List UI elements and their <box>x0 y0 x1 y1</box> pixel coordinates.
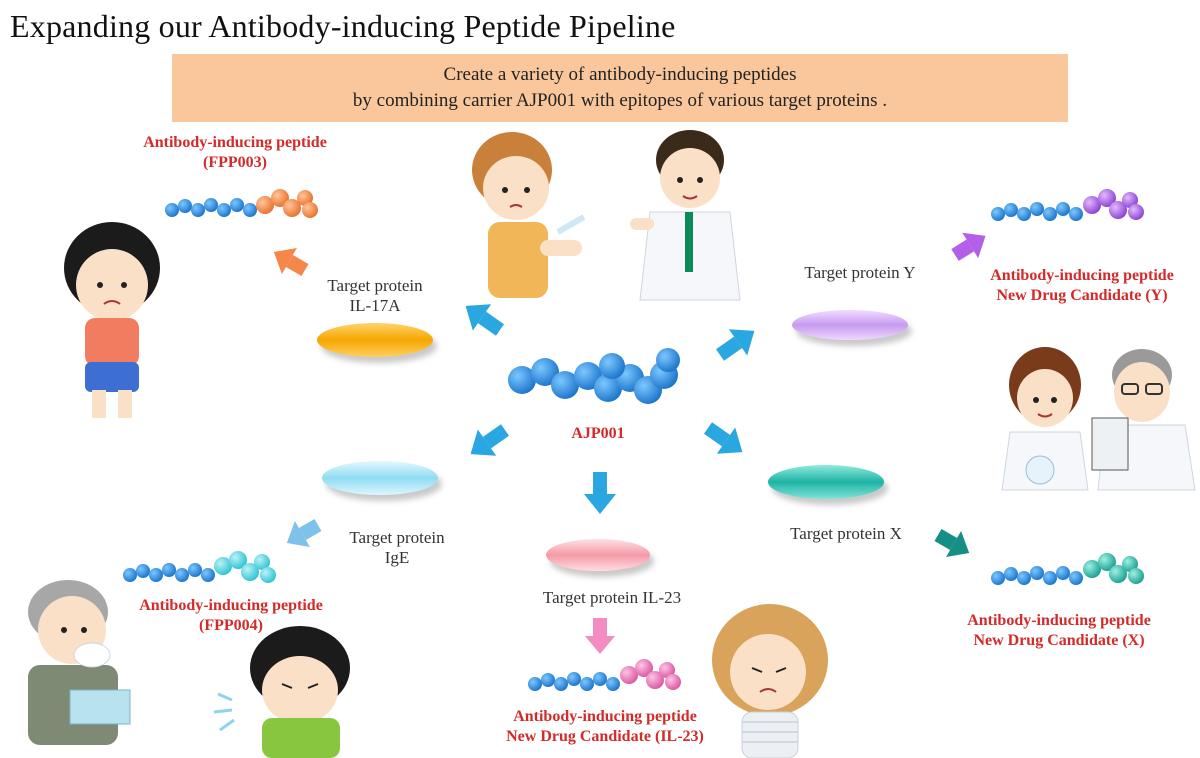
target-x-ellipse <box>768 465 884 499</box>
target-ige-ellipse <box>322 461 438 495</box>
target-il17a-label: Target protein IL-17A <box>300 276 450 316</box>
doctor-illustration <box>630 130 741 301</box>
boy-stomachache-illustration <box>64 222 160 418</box>
peptide-fpp003-line-2: (FPP003) <box>203 154 267 171</box>
peptide-y-line-1: Antibody-inducing peptide <box>990 267 1174 284</box>
page-title: Expanding our Antibody-inducing Peptide … <box>10 8 676 44</box>
peptide-fpp004-line-2: (FPP004) <box>199 617 263 634</box>
arrow-to-y <box>715 329 755 361</box>
target-ige-line-2: IgE <box>384 548 410 567</box>
arrow-to-x <box>703 422 743 454</box>
target-il17a-line-1: Target protein <box>327 276 423 295</box>
target-ige-label: Target protein IgE <box>322 528 472 568</box>
arrow-il17a-to-fpp003 <box>273 248 309 277</box>
peptide-il23-line-1: Antibody-inducing peptide <box>513 708 697 725</box>
peptide-y-chain <box>991 189 1144 221</box>
target-ige-line-1: Target protein <box>349 528 445 547</box>
boy-sneezing-illustration <box>213 626 350 758</box>
peptide-fpp003-chain <box>165 189 318 218</box>
peptide-fpp003-line-1: Antibody-inducing peptide <box>143 134 327 151</box>
arrow-ige-to-fpp004 <box>286 518 322 547</box>
arrow-to-il23 <box>584 472 616 514</box>
peptide-fpp004-chain <box>123 551 276 583</box>
peptide-y-line-2: New Drug Candidate (Y) <box>996 287 1168 304</box>
peptide-x-line-2: New Drug Candidate (X) <box>973 632 1145 649</box>
peptide-fpp003-label: Antibody-inducing peptide (FPP003) <box>110 133 360 173</box>
peptide-y-label: Antibody-inducing peptide New Drug Candi… <box>964 266 1200 306</box>
center-ajp001-label: AJP001 <box>571 425 625 442</box>
target-y-label: Target protein Y <box>804 263 916 282</box>
elderly-man-illustration <box>28 580 131 745</box>
target-il23-label: Target protein IL-23 <box>542 588 682 607</box>
target-il17a-ellipse <box>317 323 433 357</box>
arrow-x-to-peptide <box>934 528 970 557</box>
peptide-x-line-1: Antibody-inducing peptide <box>967 612 1151 629</box>
banner-line-1: Create a variety of antibody-inducing pe… <box>443 64 797 85</box>
peptide-fpp004-label: Antibody-inducing peptide (FPP004) <box>106 596 356 636</box>
banner-line-2: by combining carrier AJP001 with epitope… <box>352 90 888 111</box>
summary-banner: Create a variety of antibody-inducing pe… <box>172 54 1068 122</box>
peptide-fpp004-line-1: Antibody-inducing peptide <box>139 597 323 614</box>
peptide-x-label: Antibody-inducing peptide New Drug Candi… <box>934 611 1184 651</box>
arrow-y-to-peptide <box>951 232 986 261</box>
girl-headache-illustration <box>712 604 828 758</box>
target-y-ellipse <box>792 310 908 340</box>
peptide-x-chain <box>991 553 1144 585</box>
carrier-ajp001-beads <box>508 348 680 404</box>
arrow-il23-to-peptide <box>585 618 615 654</box>
peptide-il23-chain <box>528 659 681 691</box>
peptide-il23-line-2: New Drug Candidate (IL-23) <box>506 728 704 745</box>
child-vaccine-illustration <box>472 132 586 298</box>
target-il17a-line-2: IL-17A <box>349 296 401 315</box>
peptide-il23-label: Antibody-inducing peptide New Drug Candi… <box>470 707 740 747</box>
target-il23-ellipse <box>546 539 650 571</box>
doctors-pair-illustration <box>1001 347 1196 491</box>
arrow-to-il17a <box>465 304 505 336</box>
arrow-to-ige <box>470 424 510 456</box>
target-x-label: Target protein X <box>790 524 902 543</box>
